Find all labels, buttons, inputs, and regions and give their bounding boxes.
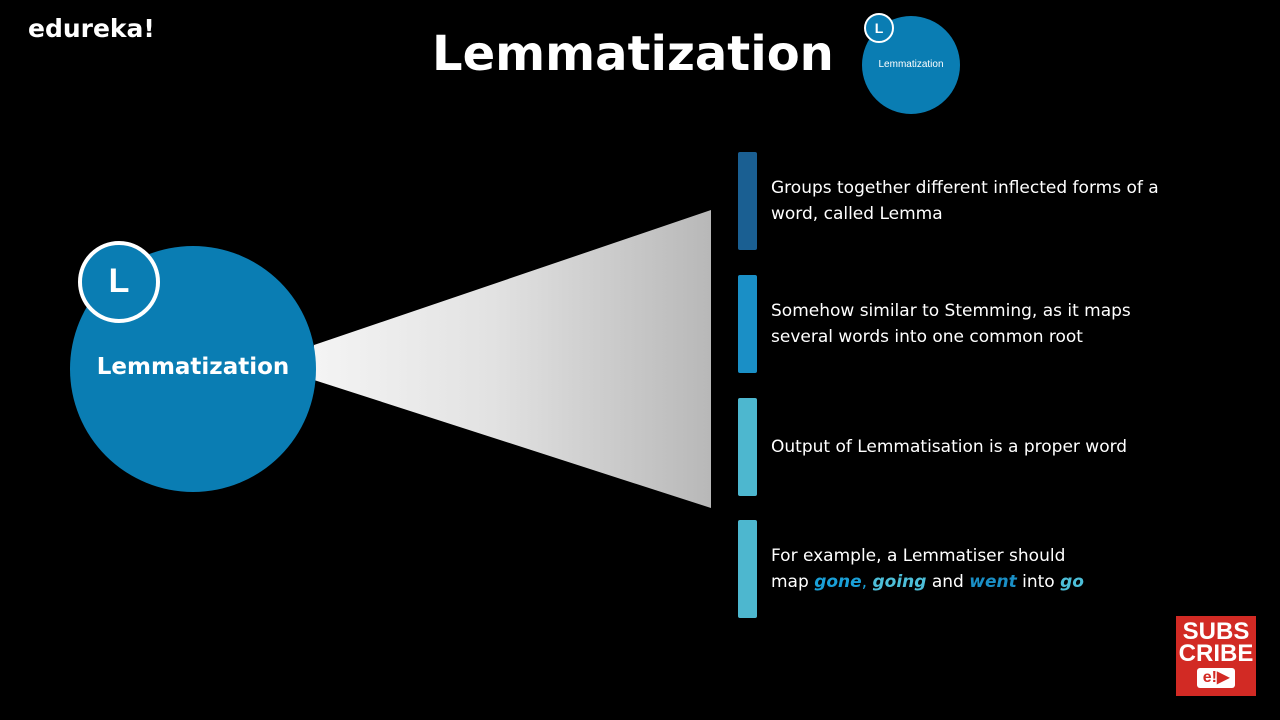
word-gone: gone	[814, 572, 862, 592]
play-icon: e!▶	[1196, 668, 1236, 688]
example-line-1: For example, a Lemmatiser should	[771, 546, 1066, 566]
point-text: Groups together different inflected form…	[771, 178, 1159, 224]
subscribe-line-1: SUBS	[1182, 618, 1250, 645]
subscribe-line-2: CRIBE	[1178, 640, 1254, 667]
point-item-2: Somehow similar to Stemming, as it maps …	[738, 275, 1198, 373]
point-bar	[738, 398, 757, 496]
point-bar	[738, 520, 757, 618]
point-text: Output of Lemmatisation is a proper word	[771, 437, 1128, 457]
cone-shape	[314, 210, 711, 508]
example-line-2: map gone, going and went into go	[771, 572, 1084, 592]
point-item-1: Groups together different inflected form…	[738, 152, 1198, 250]
mini-circle-label: Lemmatization	[878, 59, 944, 70]
circle-label: Lemmatization	[96, 354, 290, 380]
subscribe-button[interactable]: SUBS CRIBE e!▶	[1176, 616, 1256, 696]
edureka-logo: edureka!	[28, 14, 155, 43]
word-going: going	[872, 572, 927, 592]
point-item-3: Output of Lemmatisation is a proper word	[738, 398, 1198, 496]
letter-badge: L	[78, 241, 160, 323]
word-go: go	[1060, 572, 1084, 592]
point-bar	[738, 152, 757, 250]
point-text: For example, a Lemmatiser should map gon…	[771, 520, 1191, 618]
page-title: Lemmatization	[432, 26, 834, 82]
word-went: went	[969, 572, 1017, 592]
point-bar	[738, 275, 757, 373]
point-item-4: For example, a Lemmatiser should map gon…	[738, 520, 1198, 618]
point-text: Somehow similar to Stemming, as it maps …	[771, 301, 1131, 347]
mini-letter-badge: L	[864, 13, 894, 43]
